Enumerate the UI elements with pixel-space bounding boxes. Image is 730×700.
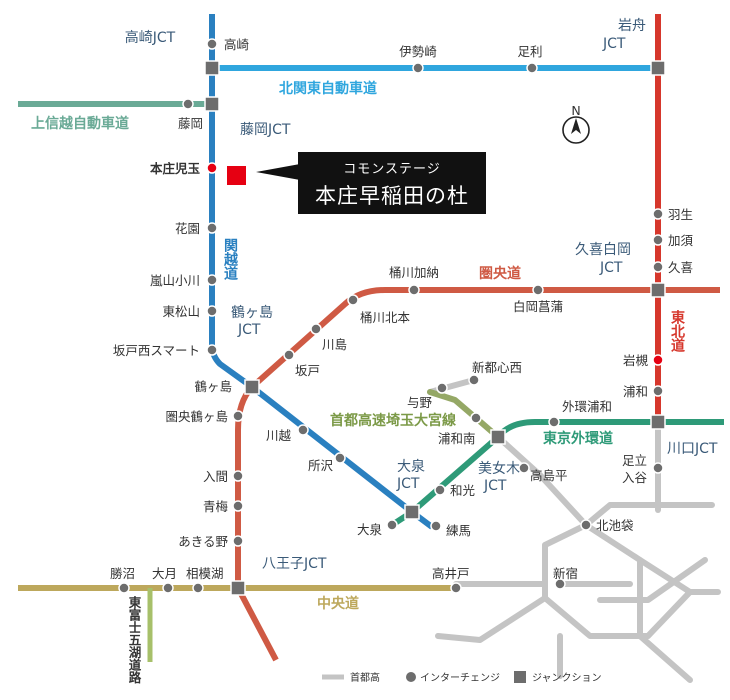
- ic-label-iwatsuki: 岩槻: [623, 353, 649, 368]
- jct-label-bijogi-2: JCT: [483, 478, 507, 494]
- ic-label-shinjuku: 新宿: [553, 566, 578, 581]
- jct-label-hachioji: 八王子JCT: [262, 556, 327, 572]
- jct-label-takasaki: 高崎JCT: [125, 29, 176, 46]
- site-callout-box: コモンステージ 本庄早稲田の杜: [298, 152, 486, 214]
- ic-label-wako: 和光: [450, 483, 475, 498]
- road-label-chuo: 中央道: [317, 595, 359, 612]
- site-callout-pointer: [256, 164, 300, 180]
- saitama-omiya-route: [427, 389, 501, 440]
- iwatsuki-ic-marker: [652, 354, 664, 366]
- jct-label-tsurugashima-1: 鶴ヶ島: [231, 304, 273, 321]
- ic-label-shintoshin-nishi: 新都心西: [472, 360, 522, 375]
- legend-jct-icon: [514, 671, 526, 683]
- ic-label-otsuki: 大月: [152, 566, 177, 581]
- ic-label-ashikaga: 足利: [517, 44, 542, 59]
- junction-markers: [204, 60, 666, 596]
- ic-label-adachi-iriya-1: 足立: [622, 453, 647, 468]
- road-label-tohoku: 東北道: [669, 309, 685, 353]
- ic-label-takasaki: 高崎: [224, 37, 250, 52]
- site-subtitle: コモンステージ: [343, 162, 441, 177]
- jct-label-tsurugashima-2: JCT: [237, 322, 261, 338]
- ic-label-higashi-matsuyama: 東松山: [162, 304, 200, 319]
- ic-label-takaido: 高井戸: [432, 566, 470, 581]
- ic-label-hanyu: 羽生: [668, 207, 693, 222]
- ic-label-adachi-iriya-2: 入谷: [622, 470, 648, 485]
- compass-north-label: N: [571, 103, 580, 118]
- ic-label-urawa: 浦和: [623, 384, 648, 399]
- site-name: 本庄早稲田の杜: [315, 184, 469, 208]
- ic-label-kawajima: 川島: [322, 337, 347, 352]
- jct-label-oizumi-2: JCT: [396, 476, 420, 492]
- ic-label-hanazono: 花園: [175, 221, 200, 236]
- ic-label-kenodo-tsurugashima: 圏央鶴ヶ島: [165, 409, 228, 424]
- jct-label-oizumi-1: 大泉: [397, 458, 425, 475]
- road-label-fujigoko: 東富士五湖道路: [127, 595, 142, 684]
- road-label-kanetsu: 関越道: [222, 238, 239, 281]
- ic-label-kawagoe: 川越: [266, 428, 292, 443]
- ic-label-nerima: 練馬: [446, 523, 471, 538]
- ic-label-okegawa-kitamoto: 桶川北本: [360, 310, 411, 325]
- jct-label-kawaguchi: 川口JCT: [667, 441, 718, 457]
- site-marker: [227, 166, 246, 185]
- shuto-expressway-network: [435, 419, 721, 683]
- ic-label-honjo-kodama: 本庄児玉: [150, 161, 201, 176]
- jct-label-kuki-shiraoka-2: JCT: [599, 260, 623, 276]
- jct-label-bijogi-1: 美女木: [478, 460, 520, 477]
- north-compass: N: [562, 103, 590, 144]
- legend-shuto: 首都高: [350, 671, 380, 684]
- ic-label-tsurugashima: 鶴ヶ島: [194, 379, 232, 394]
- jct-label-fujioka: 藤岡JCT: [240, 122, 291, 138]
- road-label-saitama-omiya: 首都高速埼玉大宮線: [330, 412, 456, 429]
- ic-label-iruma: 入間: [203, 469, 228, 484]
- honjo-kodama-ic-marker: [206, 162, 218, 174]
- ic-label-kazo: 加須: [668, 233, 694, 248]
- ic-label-sagamiko: 相模湖: [186, 566, 224, 581]
- ic-label-kitaikebukuro: 北池袋: [596, 518, 634, 533]
- road-label-joshinetsu: 上信越自動車道: [31, 115, 129, 132]
- ic-label-tokorozawa: 所沢: [308, 458, 334, 473]
- jct-label-iwafune-1: 岩舟: [618, 18, 646, 34]
- legend-jct: ジャンクション: [532, 672, 602, 684]
- road-label-gaikan: 東京外環道: [543, 430, 613, 447]
- jct-label-iwafune-2: JCT: [602, 36, 626, 52]
- road-label-kenodo: 圏央道: [479, 265, 521, 282]
- ic-label-akiruno: あきる野: [178, 534, 228, 549]
- ic-label-okegawa-kano: 桶川加納: [389, 265, 439, 280]
- ic-label-gaikan-urawa: 外環浦和: [562, 399, 612, 414]
- ic-label-urawa-minami: 浦和南: [438, 431, 476, 446]
- ic-label-fujioka: 藤岡: [178, 116, 203, 131]
- ic-label-ome: 青梅: [203, 499, 228, 514]
- ic-label-kuki: 久喜: [668, 260, 693, 275]
- ic-label-isesaki: 伊勢崎: [399, 44, 437, 59]
- ic-label-sakado-nishi: 坂戸西スマート: [113, 343, 200, 358]
- ic-label-oizumi: 大泉: [357, 522, 383, 537]
- saitama-omiya-line: [427, 377, 477, 395]
- ic-label-sakado: 坂戸: [295, 363, 320, 378]
- road-label-kitakanto: 北関東自動車道: [279, 80, 377, 97]
- ic-label-shiraoka-shobu: 白岡菖蒲: [513, 299, 563, 314]
- legend-ic: インターチェンジ: [420, 672, 500, 684]
- legend-ic-icon: [406, 672, 416, 682]
- interchange-markers: [118, 38, 664, 594]
- ic-label-takashimadaira: 高島平: [530, 468, 568, 483]
- map-legend: 首都高 インターチェンジ ジャンクション: [322, 671, 602, 684]
- jct-label-kuki-shiraoka-1: 久喜白岡: [575, 242, 631, 258]
- ic-label-yono: 与野: [407, 395, 433, 410]
- ic-label-katsunuma: 勝沼: [110, 566, 135, 581]
- ic-label-ranzan-ogawa: 嵐山小川: [150, 273, 200, 288]
